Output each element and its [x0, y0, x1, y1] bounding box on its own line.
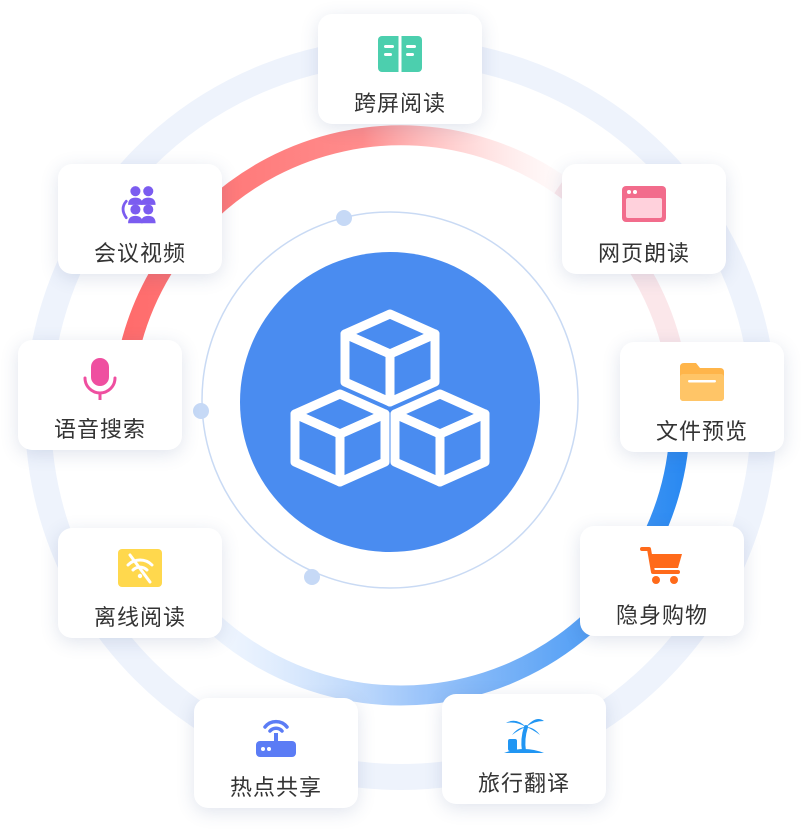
feature-card-webpage-reading[interactable]: 网页朗读	[562, 164, 726, 274]
feature-card-voice-search[interactable]: 语音搜索	[18, 340, 182, 450]
folder-icon	[680, 362, 724, 402]
palm-tree-icon	[502, 714, 546, 754]
feature-label: 跨屏阅读	[353, 92, 446, 117]
feature-card-travel-translation[interactable]: 旅行翻译	[442, 694, 606, 804]
shopping-cart-icon	[640, 546, 684, 586]
inner-ring	[201, 211, 579, 589]
router-icon	[254, 718, 298, 758]
blue-arc	[190, 404, 691, 706]
feature-card-video-conference[interactable]: 会议视频	[58, 164, 222, 274]
group-users-icon	[118, 184, 162, 224]
feature-label: 语音搜索	[53, 418, 146, 443]
feature-label: 热点共享	[229, 776, 322, 801]
feature-card-file-preview[interactable]: 文件预览	[620, 342, 784, 452]
feature-label: 离线阅读	[93, 606, 186, 631]
microphone-icon	[78, 358, 122, 400]
feature-card-offline-reading[interactable]: 离线阅读	[58, 528, 222, 638]
feature-label: 隐身购物	[615, 604, 708, 629]
inner-ring-dot	[193, 403, 209, 419]
feature-card-hotspot-sharing[interactable]: 热点共享	[194, 698, 358, 808]
stacked-cubes-icon	[290, 309, 490, 487]
hub-circle	[240, 252, 540, 552]
inner-ring-dot	[336, 210, 352, 226]
feature-card-cross-screen-reading[interactable]: 跨屏阅读	[318, 14, 482, 124]
feature-label: 旅行翻译	[477, 772, 570, 797]
red-arc	[112, 125, 570, 424]
feature-label: 会议视频	[93, 242, 186, 267]
open-book-icon	[378, 34, 422, 74]
feature-label: 网页朗读	[597, 242, 690, 267]
feature-label: 文件预览	[655, 420, 748, 445]
inner-ring-dot	[304, 569, 320, 585]
no-signal-icon	[118, 548, 162, 588]
feature-card-incognito-shopping[interactable]: 隐身购物	[580, 526, 744, 636]
browser-window-icon	[622, 184, 666, 224]
